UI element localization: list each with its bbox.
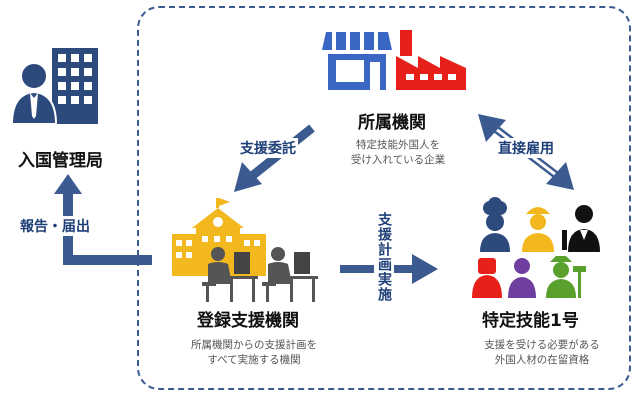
skilled-workers-icon bbox=[472, 197, 600, 298]
worker-description: 支援を受ける必要がある 外国人材の在留資格 bbox=[464, 338, 620, 368]
worker-desc-line2: 外国人材の在留資格 bbox=[494, 354, 590, 366]
affiliated-desc-line2: 受け入れている企業 bbox=[350, 154, 446, 166]
entrust-arrow bbox=[234, 124, 315, 192]
affiliated-desc-line1: 特定技能外国人を bbox=[356, 139, 440, 151]
report-label: 報告・届出 bbox=[18, 216, 92, 236]
immigration-officer-icon bbox=[10, 48, 98, 125]
worker-desc-line1: 支援を受ける必要がある bbox=[484, 339, 600, 351]
entrust-label: 支援委託 bbox=[238, 138, 298, 158]
implement-label: 支援計画実施 bbox=[374, 210, 394, 304]
employ-label: 直接雇用 bbox=[496, 138, 556, 158]
affiliated-description: 特定技能外国人を 受け入れている企業 bbox=[330, 138, 466, 168]
immigration-title: 入国管理局 bbox=[18, 151, 103, 171]
desk-workers-icon bbox=[202, 247, 318, 302]
support-org-title: 登録支援機関 bbox=[197, 311, 299, 331]
school-icon bbox=[172, 198, 266, 276]
support-org-desc-line2: すべて実施する機関 bbox=[207, 354, 301, 366]
factory-icon bbox=[396, 30, 466, 90]
support-org-desc-line1: 所属機関からの支援計画を bbox=[191, 339, 317, 351]
report-arrow bbox=[54, 174, 152, 265]
worker-title: 特定技能1号 bbox=[482, 311, 579, 331]
shop-icon bbox=[322, 32, 392, 90]
support-scope-frame bbox=[137, 6, 631, 390]
support-org-description: 所属機関からの支援計画を すべて実施する機関 bbox=[168, 338, 340, 368]
affiliated-title: 所属機関 bbox=[358, 113, 426, 133]
